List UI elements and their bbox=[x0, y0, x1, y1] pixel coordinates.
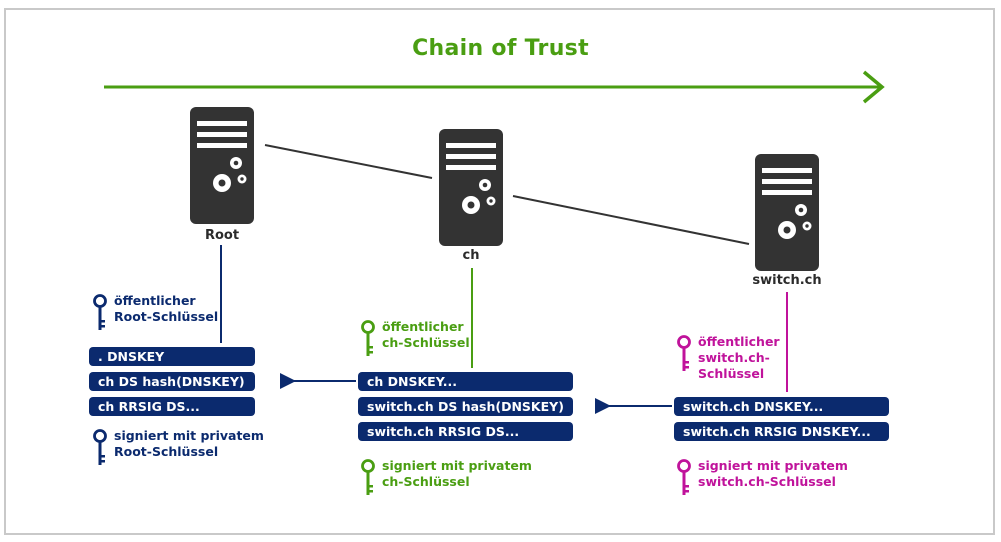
ch-record-ds: switch.ch DS hash(DNSKEY) bbox=[358, 397, 573, 416]
server-label-switch: switch.ch bbox=[752, 273, 822, 288]
link-ch-switch bbox=[512, 195, 750, 245]
ch-record-rrsig: switch.ch RRSIG DS... bbox=[358, 422, 573, 441]
server-icon-ch bbox=[439, 129, 503, 246]
key-icon bbox=[361, 459, 375, 495]
server-label-root: Root bbox=[204, 228, 240, 243]
switch-record-rrsig: switch.ch RRSIG DNSKEY... bbox=[674, 422, 889, 441]
key-icon bbox=[93, 429, 107, 465]
diagram-title: Chain of Trust bbox=[412, 36, 589, 61]
ch-record-dnskey: ch DNSKEY... bbox=[358, 372, 573, 391]
root-record-rrsig: ch RRSIG DS... bbox=[89, 397, 255, 416]
chain-of-trust-arrowhead bbox=[862, 70, 885, 104]
key-icon bbox=[361, 320, 375, 356]
root-record-ds: ch DS hash(DNSKEY) bbox=[89, 372, 255, 391]
key-icon bbox=[677, 335, 691, 371]
root-record-dnskey: . DNSKEY bbox=[89, 347, 255, 366]
server-icon-root bbox=[190, 107, 254, 224]
key-icon bbox=[677, 459, 691, 495]
diagram-frame bbox=[4, 8, 995, 535]
server-label-ch: ch bbox=[462, 248, 480, 263]
key-icon bbox=[93, 294, 107, 330]
server-icon-switch bbox=[755, 154, 819, 271]
switch-record-dnskey: switch.ch DNSKEY... bbox=[674, 397, 889, 416]
link-root-ch bbox=[264, 144, 433, 179]
